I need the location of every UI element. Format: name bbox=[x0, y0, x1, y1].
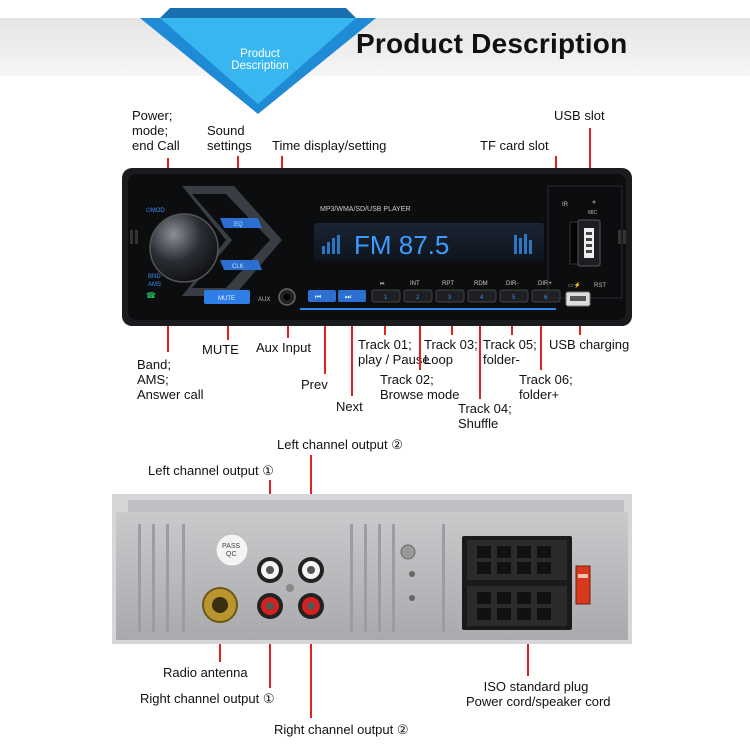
button-3-num: 3 bbox=[448, 295, 452, 301]
volume-knob[interactable] bbox=[149, 213, 219, 283]
clk-button[interactable] bbox=[220, 260, 262, 270]
answer-call-icon: ☎ bbox=[146, 291, 156, 300]
rca-right-2[interactable] bbox=[298, 593, 324, 619]
button-5-num: 5 bbox=[512, 295, 516, 301]
front-panel: ⏻MOD BND AMS ☎ EQ CLK MUTE AUX MP3/WMA/S… bbox=[122, 168, 632, 326]
aux-label: AUX bbox=[258, 297, 270, 303]
label-next: Next bbox=[336, 399, 363, 414]
button-1[interactable] bbox=[371, 289, 401, 303]
eq-label: EQ bbox=[234, 222, 243, 228]
button-6[interactable] bbox=[531, 289, 561, 303]
mute-button[interactable] bbox=[204, 290, 250, 304]
ir-label: IR bbox=[562, 202, 569, 208]
label-track03: Track 03;Loop bbox=[424, 337, 478, 367]
label-usb-charging: USB charging bbox=[549, 337, 630, 352]
next-button[interactable] bbox=[338, 290, 366, 302]
button-4-top-label: RDM bbox=[474, 281, 488, 287]
prev-icon: ⏮ bbox=[315, 294, 321, 301]
button-2-top-label: INT bbox=[410, 281, 420, 287]
label-left-output-2: Left channel output ② bbox=[277, 437, 403, 452]
header-band bbox=[0, 18, 750, 76]
button-5[interactable] bbox=[499, 289, 529, 303]
button-2[interactable] bbox=[403, 289, 433, 303]
label-aux-input: Aux Input bbox=[256, 340, 311, 355]
label-mute: MUTE bbox=[202, 342, 239, 357]
label-tf-card-slot: TF card slot bbox=[480, 138, 549, 153]
label-track01: Track 01;play / Pause bbox=[358, 337, 430, 367]
button-4[interactable] bbox=[467, 289, 497, 303]
button-3-top-label: RPT bbox=[442, 281, 454, 287]
button-2-num: 2 bbox=[416, 295, 420, 301]
label-radio-antenna: Radio antenna bbox=[163, 665, 248, 680]
mod-label: ⏻MOD bbox=[146, 207, 165, 214]
mic-label: MIC bbox=[588, 210, 598, 216]
button-6-num: 6 bbox=[544, 295, 548, 301]
rca-left-1[interactable] bbox=[257, 557, 283, 583]
label-band: Band;AMS;Answer call bbox=[137, 357, 204, 402]
eq-button[interactable] bbox=[220, 218, 262, 228]
label-right-output-2: Right channel output ② bbox=[274, 722, 409, 737]
ribbon-line-2: Description bbox=[231, 60, 289, 72]
rca-left-2[interactable] bbox=[298, 557, 324, 583]
ribbon-line-1: Product bbox=[240, 48, 280, 60]
play-pause-icon: ⏯ bbox=[380, 281, 385, 287]
display-readout: FM 87.5 bbox=[354, 230, 449, 260]
label-prev: Prev bbox=[301, 377, 328, 392]
model-text: MP3/WMA/SD/USB PLAYER bbox=[320, 206, 411, 213]
label-track02: Track 02;Browse mode bbox=[380, 372, 460, 402]
label-power: Power;mode;end Call bbox=[132, 108, 180, 153]
button-4-num: 4 bbox=[480, 295, 484, 301]
label-time-display: Time display/setting bbox=[272, 138, 387, 153]
button-3[interactable] bbox=[435, 289, 465, 303]
label-left-output-1: Left channel output ① bbox=[148, 463, 274, 478]
button-6-top-label: DIR+ bbox=[538, 281, 552, 287]
label-usb-slot: USB slot bbox=[554, 108, 605, 123]
clk-label: CLK bbox=[232, 264, 244, 270]
tf-card-slot[interactable] bbox=[569, 221, 579, 265]
charge-icon: ▭⚡ bbox=[568, 281, 581, 289]
qc-label: QC bbox=[226, 551, 237, 558]
lcd-display bbox=[314, 223, 544, 261]
button-5-top-label: DIR- bbox=[506, 281, 518, 287]
ribbon-badge bbox=[140, 8, 376, 114]
label-right-output-1: Right channel output ① bbox=[140, 691, 275, 706]
label-track06: Track 06;folder+ bbox=[519, 372, 573, 402]
next-icon: ⏭ bbox=[345, 294, 352, 301]
pass-label: PASS bbox=[222, 543, 240, 550]
rca-right-1[interactable] bbox=[257, 593, 283, 619]
fuse bbox=[575, 565, 591, 605]
ams-label: AMS bbox=[148, 282, 161, 288]
label-track04: Track 04;Shuffle bbox=[458, 401, 512, 431]
rst-label: RST bbox=[594, 283, 606, 289]
prev-button[interactable] bbox=[308, 290, 336, 302]
label-track05: Track 05;folder- bbox=[483, 337, 537, 367]
rear-panel: PASS QC bbox=[112, 494, 632, 644]
ribbon-text: Product Description bbox=[205, 48, 315, 72]
button-1-num: 1 bbox=[384, 295, 388, 301]
mute-btn-label: MUTE bbox=[218, 296, 235, 302]
page-title: Product Description bbox=[356, 28, 628, 59]
bnd-label: BND bbox=[148, 274, 161, 280]
